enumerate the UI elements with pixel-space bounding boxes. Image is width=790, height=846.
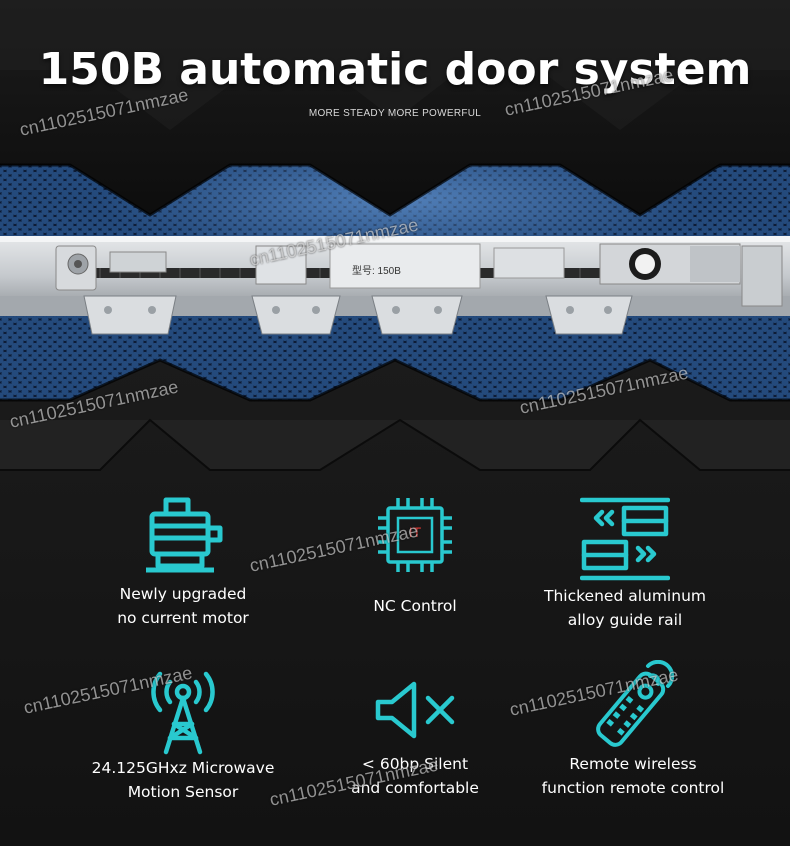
door-operator-rail [0, 236, 790, 335]
chip-icon [378, 498, 452, 572]
feature-nc-control: IT NC Control [290, 490, 540, 630]
mute-speaker-icon [375, 681, 455, 739]
feature-label-line1: 24.125GHxz Microwave [91, 759, 275, 777]
feature-remote-control: Remote wireless function remote control [508, 660, 758, 810]
chip-label: IT [408, 524, 422, 540]
antenna-icon [151, 671, 215, 755]
motor-icon [146, 497, 223, 573]
feature-label-line2: Motion Sensor [127, 783, 239, 801]
feature-silent: < 60bp Silent and comfortable [290, 666, 540, 806]
feature-label-line1: NC Control [373, 597, 457, 615]
remote-control-icon [596, 660, 675, 747]
feature-label-line1: Newly upgraded [119, 585, 247, 603]
feature-label-line1: Remote wireless [569, 755, 697, 773]
feature-label-line2: and comfortable [351, 779, 479, 797]
product-model-plate: 型号: 150B [352, 266, 401, 277]
feature-label-line1: Thickened aluminum [544, 587, 706, 605]
feature-label-line2: no current motor [117, 609, 249, 627]
feature-label-line2: function remote control [541, 779, 725, 797]
feature-microwave-sensor: 24.125GHxz Microwave Motion Sensor [58, 666, 308, 806]
guide-rail-icon [580, 497, 670, 581]
page-subtitle: MORE STEADY MORE POWERFUL [308, 108, 482, 119]
feature-motor: Newly upgraded no current motor [58, 490, 308, 650]
feature-label-line1: < 60bp Silent [361, 755, 469, 773]
page-title: 150B automatic door system [38, 44, 752, 95]
feature-label-line2: alloy guide rail [567, 611, 683, 629]
feature-guide-rail: Thickened aluminum alloy guide rail [500, 494, 750, 644]
